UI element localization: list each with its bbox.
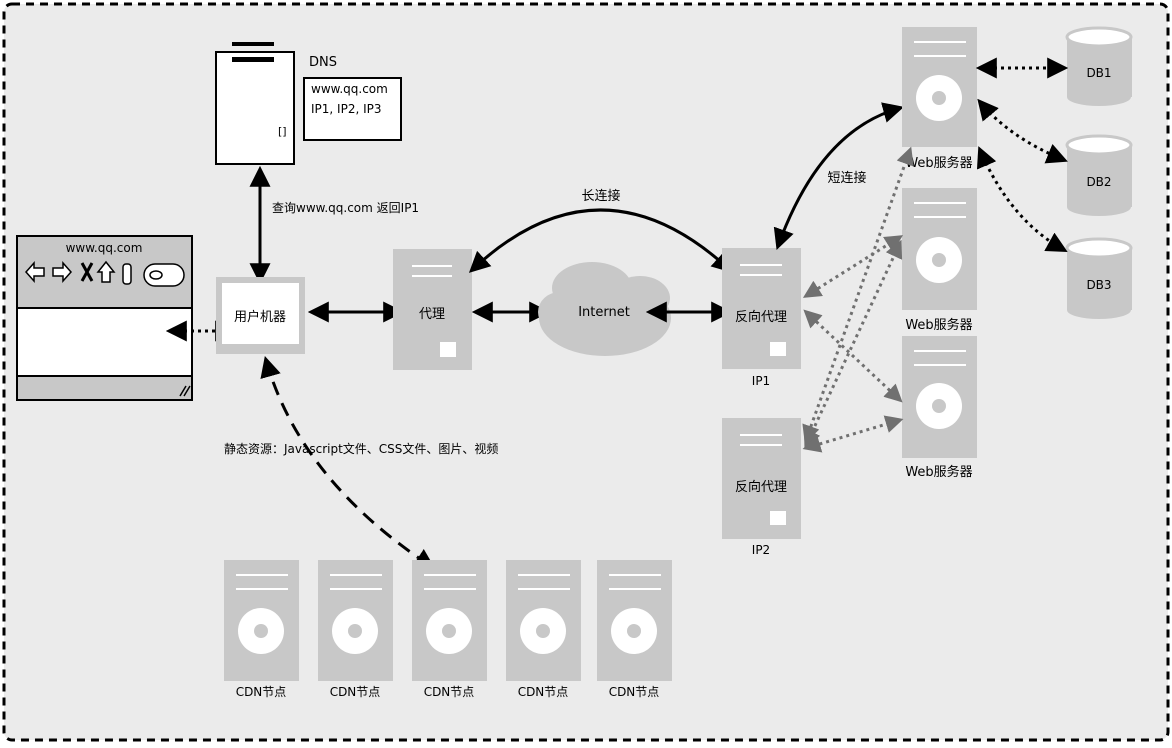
db-2-label: DB2 <box>1086 175 1111 189</box>
web-server-3 <box>902 336 977 458</box>
cdn-node-1 <box>224 560 299 681</box>
reverse-proxy-1-label: 反向代理 <box>735 309 787 325</box>
load-balance-links <box>802 146 914 453</box>
web-server-1-label: Web服务器 <box>905 155 972 171</box>
cdn-node-2 <box>318 560 393 681</box>
db-1-label: DB1 <box>1086 66 1111 80</box>
proxy-server: 代理 <box>393 249 472 370</box>
browser-window: www.qq.com <box>16 235 193 401</box>
web-server-2 <box>902 188 977 310</box>
db-1 <box>1065 26 1133 106</box>
reverse-proxy-1-ip: IP1 <box>752 374 770 388</box>
browser-url: www.qq.com <box>66 241 143 255</box>
reverse-proxy-2-ip: IP2 <box>752 543 770 557</box>
stop-icon <box>80 262 94 282</box>
web-server-1 <box>902 27 977 147</box>
db-2 <box>1065 134 1133 216</box>
user-machine: 用户机器 <box>216 277 305 354</box>
static-resource-label: 静态资源：Javascript文件、CSS文件、图片、视频 <box>224 441 498 456</box>
search-icon <box>149 270 163 280</box>
cdn-node-2-label: CDN节点 <box>330 685 381 699</box>
web-server-3-label: Web服务器 <box>905 464 972 480</box>
cdn-node-3 <box>412 560 487 681</box>
reverse-proxy-2-label: 反向代理 <box>735 479 787 495</box>
long-connection-arc <box>468 208 734 273</box>
dns-server: [] <box>215 42 295 165</box>
db-links <box>975 57 1069 253</box>
web-server-2-label: Web服务器 <box>905 317 972 333</box>
resize-grip-icon <box>179 385 191 397</box>
internet-cloud: Internet <box>538 262 671 356</box>
static-resource-arrow <box>260 355 436 570</box>
short-connection-label: 短连接 <box>827 170 866 186</box>
back-icon <box>24 261 45 283</box>
dns-query-label: 查询www.qq.com 返回IP1 <box>272 201 419 215</box>
internet-label: Internet <box>578 305 630 320</box>
cdn-node-1-label: CDN节点 <box>236 685 287 699</box>
dns-label: DNS <box>309 55 337 70</box>
reverse-proxy-1: 反向代理 <box>722 248 801 369</box>
cdn-node-5-label: CDN节点 <box>609 685 660 699</box>
search-box <box>143 263 185 287</box>
dns-record-ips: IP1, IP2, IP3 <box>311 102 382 116</box>
dns-record-box: www.qq.com IP1, IP2, IP3 <box>303 77 402 141</box>
cdn-node-4-label: CDN节点 <box>518 685 569 699</box>
user-machine-label: 用户机器 <box>234 309 286 325</box>
reverse-proxy-2: 反向代理 <box>722 418 801 539</box>
proxy-label: 代理 <box>419 307 445 322</box>
cdn-node-3-label: CDN节点 <box>424 685 475 699</box>
home-icon <box>96 260 116 283</box>
db-3-label: DB3 <box>1086 278 1111 292</box>
long-connection-label: 长连接 <box>581 188 620 204</box>
forward-icon <box>52 261 73 283</box>
db-3 <box>1065 237 1133 319</box>
cdn-node-4 <box>506 560 581 681</box>
dns-bracket: [] <box>278 125 287 138</box>
cdn-node-5 <box>597 560 672 681</box>
dns-record-host: www.qq.com <box>311 82 388 96</box>
refresh-icon <box>122 263 132 285</box>
